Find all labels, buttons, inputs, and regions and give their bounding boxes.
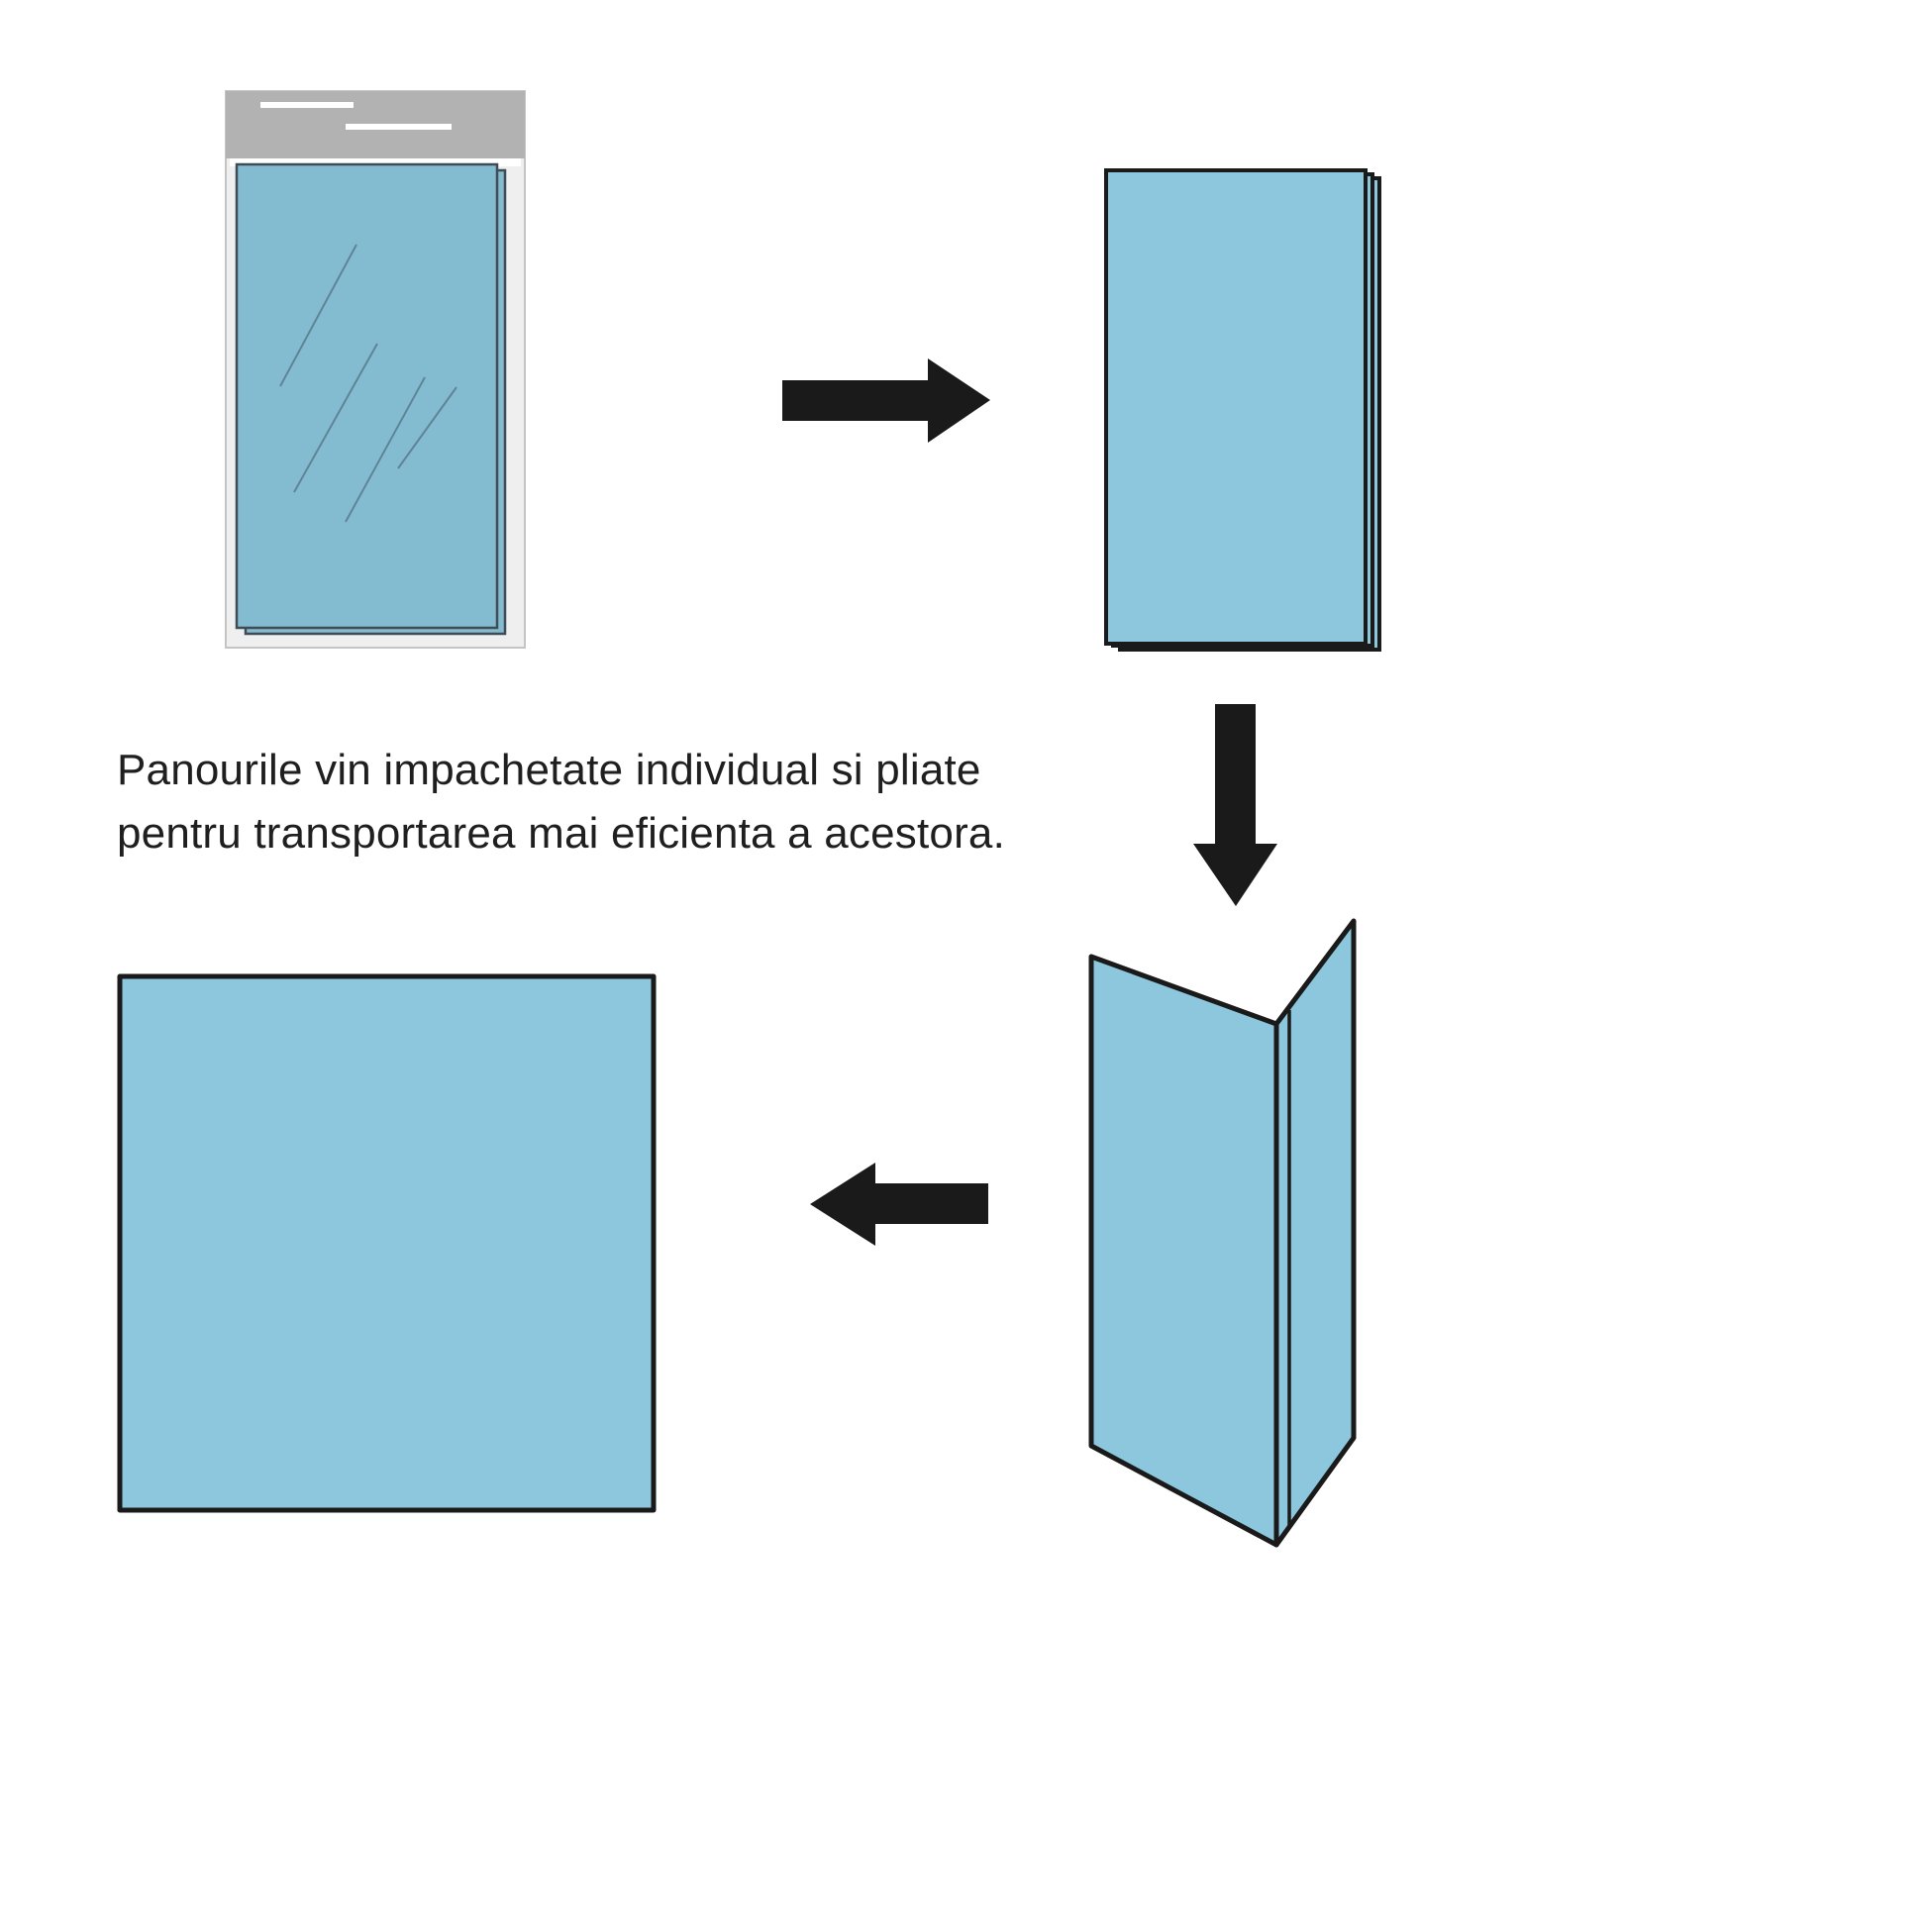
unfolding-panel-right-face [1273, 918, 1357, 1548]
package-header-line-2 [346, 124, 452, 130]
caption: Panourile vin impachetate individual si … [117, 739, 1005, 865]
arrow-down-head [1193, 844, 1277, 906]
arrow-right-shaft [782, 380, 929, 421]
shine-line-1 [279, 244, 357, 387]
packaged-panel-figure [225, 90, 526, 649]
unfolded-panel-face [117, 973, 657, 1513]
shine-line-2 [293, 343, 378, 493]
arrow-left-shaft [872, 1183, 988, 1224]
package-seal-strip [230, 158, 521, 166]
shine-line-3 [345, 376, 426, 523]
folded-panel-front [1104, 168, 1368, 646]
unfolding-panel-left-face [1088, 954, 1279, 1548]
arrow-right-icon [782, 358, 990, 443]
caption-line-1: Panourile vin impachetate individual si … [117, 746, 981, 794]
arrow-left-head [810, 1163, 875, 1246]
shine-line-4 [397, 386, 457, 469]
unfolded-panel-figure [117, 973, 657, 1513]
arrow-down-shaft [1215, 704, 1256, 848]
arrow-right-head [928, 358, 990, 443]
package-header-line-1 [260, 102, 354, 108]
folded-panel-figure [1104, 168, 1381, 652]
arrow-down-icon [1193, 704, 1277, 906]
partially-unfolded-panel-figure [1088, 918, 1357, 1548]
packaged-panel-front-sheet [235, 162, 499, 630]
arrow-left-icon [810, 1163, 988, 1246]
caption-line-2: pentru transportarea mai eficienta a ace… [117, 809, 1006, 858]
